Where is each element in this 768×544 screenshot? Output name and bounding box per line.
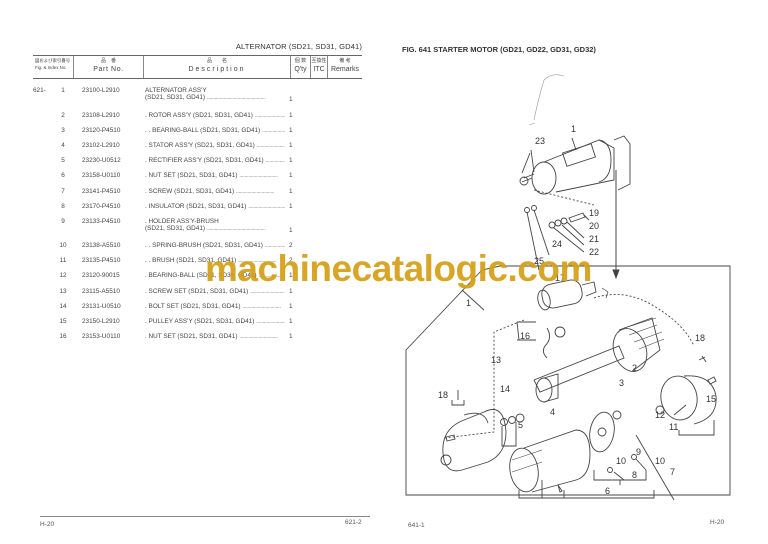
page-section-left: H-20	[40, 521, 55, 528]
callout-8: 8	[632, 470, 638, 480]
callout-6: 6	[605, 486, 611, 496]
assembled-starter-icon	[519, 135, 631, 195]
callout-13: 13	[491, 355, 502, 365]
callout-23: 23	[535, 136, 546, 146]
callout-11: 11	[669, 422, 679, 432]
callout-19: 19	[589, 208, 600, 218]
callout-9: 9	[636, 447, 642, 457]
callout-3: 3	[619, 378, 625, 388]
callout-1-exploded: 1	[466, 298, 472, 308]
callout-1: 1	[571, 124, 577, 134]
callout-2: 2	[632, 363, 638, 373]
page-number-left: 621-2	[345, 519, 362, 526]
callout-14: 14	[500, 384, 511, 394]
callout-5: 5	[518, 420, 524, 430]
footer-divider	[40, 516, 370, 517]
header-qty: 個 数 Q'ty	[290, 56, 310, 78]
header-remarks: 備 考 Remarks	[327, 56, 362, 78]
callout-7: 7	[670, 467, 676, 477]
callout-16: 16	[520, 331, 531, 341]
callout-18-right: 18	[695, 333, 706, 343]
callout-12: 12	[655, 410, 666, 420]
callout-4: 4	[550, 407, 556, 417]
callout-25: 25	[534, 256, 545, 266]
table-header: 図および索引番号 Fig. & Index No. 品 番 Part No. 品…	[33, 55, 362, 79]
header-description: 品 名 Description	[143, 56, 290, 78]
callout-10-right: 10	[655, 456, 666, 466]
header-itc: 互換性 ITC	[310, 56, 327, 78]
header-part-no: 品 番 Part No.	[73, 56, 143, 78]
page-number-right: 641-1	[408, 522, 425, 529]
section-title: ALTERNATOR (SD21, SD31, GD41)	[235, 42, 362, 51]
diagram-page: FIG. 641 STARTER MOTOR (GD21, GD22, GD31…	[384, 0, 768, 544]
parts-list-page: ALTERNATOR (SD21, SD31, GD41) 図および索引番号 F…	[33, 42, 370, 528]
callout-24: 24	[552, 239, 563, 249]
figure-title: FIG. 641 STARTER MOTOR (GD21, GD22, GD31…	[402, 45, 596, 54]
callout-15: 15	[706, 394, 717, 404]
callout-18-left: 18	[438, 390, 449, 400]
watermark-text: machinecatalogic.com	[205, 248, 592, 289]
callout-21: 21	[589, 234, 600, 244]
header-fig-index: 図および索引番号 Fig. & Index No.	[35, 58, 71, 70]
callout-22: 22	[589, 247, 600, 257]
page-section-right: H-20	[710, 519, 725, 526]
callout-10-left: 10	[616, 456, 627, 466]
callout-17: 17	[555, 273, 566, 283]
callout-20: 20	[589, 221, 600, 231]
starter-motor-exploded-diagram	[405, 74, 731, 501]
